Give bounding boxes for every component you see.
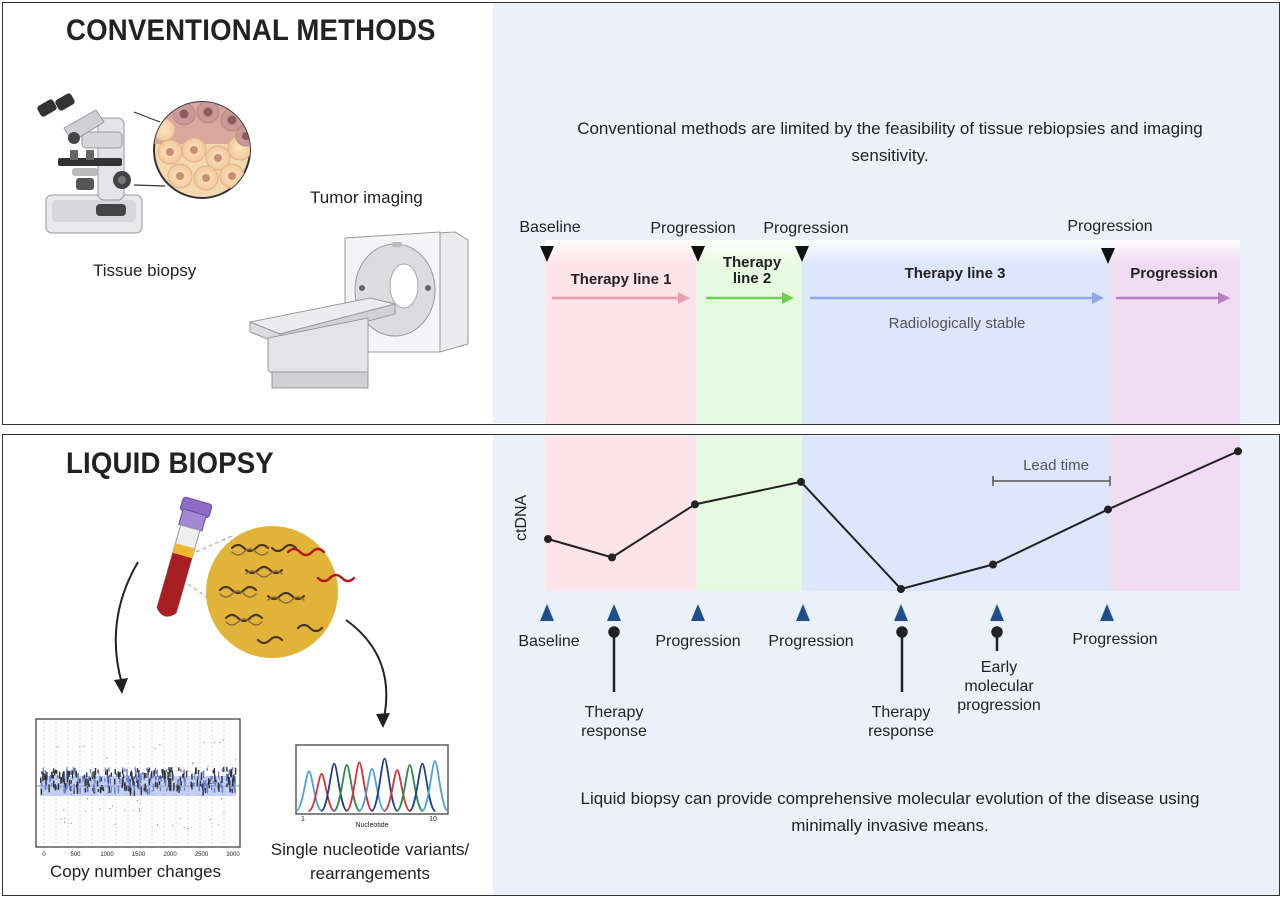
ctdna-point xyxy=(608,553,616,562)
cn-x-tick: 500 xyxy=(70,852,81,858)
nucleotide-axis-label: Nucleotide xyxy=(355,822,389,829)
top-phase-bands xyxy=(545,240,1240,424)
liquid-biopsy-heading: LIQUID BIOPSY xyxy=(66,447,274,480)
therapy-response-label-2: Therapy response xyxy=(868,704,934,740)
nucleotide-tick-10: 10 xyxy=(429,816,437,823)
curved-arrows xyxy=(114,561,388,719)
top-timeline-markers xyxy=(540,246,1115,264)
radiologically-stable-label: Radiologically stable xyxy=(888,315,1026,332)
therapy-line-3-label: Therapy line 3 xyxy=(904,265,1006,282)
ctdna-point xyxy=(1234,447,1242,456)
cfdna-plasma-illustration xyxy=(206,526,356,658)
therapy-response-label-1: Therapy response xyxy=(581,704,647,740)
ct-scanner-illustration xyxy=(248,231,469,389)
progression-phase-label: Progression xyxy=(1130,265,1218,282)
conventional-description: Conventional methods are limited by the … xyxy=(577,119,1203,165)
bottom-label-baseline: Baseline xyxy=(518,633,580,650)
ctdna-series-line xyxy=(547,450,1239,591)
microscope-illustration xyxy=(37,93,166,234)
ctdna-point xyxy=(797,477,805,486)
timeline-label-baseline: Baseline xyxy=(519,219,581,236)
event-stems xyxy=(608,626,1003,692)
timeline-label-progression-3: Progression xyxy=(1067,218,1153,235)
marker-triangle xyxy=(1100,604,1114,621)
tumor-imaging-label: Tumor imaging xyxy=(310,188,423,207)
bottom-timeline-markers xyxy=(540,604,1114,621)
marker-triangle xyxy=(795,246,809,262)
early-molecular-progression-label: Early molecular progression xyxy=(957,659,1041,714)
ctdna-point xyxy=(691,500,699,509)
nucleotide-tick-1: 1 xyxy=(301,816,305,823)
marker-triangle xyxy=(990,604,1004,621)
tissue-biopsy-label: Tissue biopsy xyxy=(93,261,197,280)
lead-time-label: Lead time xyxy=(1023,457,1089,474)
liquid-biopsy-description: Liquid biopsy can provide comprehensive … xyxy=(580,789,1200,835)
snv-label: Single nucleotide variants/ rearrangemen… xyxy=(270,840,470,883)
marker-triangle xyxy=(540,604,554,621)
ctdna-point xyxy=(1104,505,1112,514)
marker-triangle xyxy=(540,246,554,262)
timeline-label-progression-2: Progression xyxy=(763,220,849,237)
therapy-line-2-label: Therapy line 2 xyxy=(722,254,782,287)
top-phase-arrows xyxy=(552,292,1230,304)
tissue-magnification-illustration xyxy=(153,101,251,199)
marker-triangle xyxy=(607,604,621,621)
bottom-phase-bands xyxy=(545,436,1240,591)
snv-peaks-plot xyxy=(295,744,449,815)
cn-x-tick: 2000 xyxy=(163,852,177,858)
marker-triangle xyxy=(894,604,908,621)
ctdna-chart xyxy=(544,447,1242,593)
timeline-label-progression-1: Progression xyxy=(650,220,736,237)
ctdna-point xyxy=(897,585,905,593)
therapy-line-1-label: Therapy line 1 xyxy=(570,271,672,288)
bottom-label-progression-1: Progression xyxy=(655,633,741,650)
lead-time-bracket xyxy=(992,476,1111,486)
cn-x-tick: 1500 xyxy=(131,852,146,858)
cn-x-tick: 0 xyxy=(42,852,46,858)
bottom-label-progression-3: Progression xyxy=(1072,631,1158,648)
copy-number-label: Copy number changes xyxy=(50,862,222,881)
marker-triangle xyxy=(691,246,705,262)
marker-triangle xyxy=(796,604,810,621)
marker-triangle xyxy=(691,604,705,621)
copy-number-plot xyxy=(35,718,241,848)
cn-x-tick: 1000 xyxy=(100,852,114,858)
bottom-label-progression-2: Progression xyxy=(768,633,854,650)
cn-x-tick: 3000 xyxy=(226,852,240,858)
ctdna-axis-label: ctDNA xyxy=(513,494,530,541)
ctdna-point xyxy=(989,560,997,569)
conventional-methods-heading: CONVENTIONAL METHODS xyxy=(66,14,436,47)
ctdna-point xyxy=(544,535,552,544)
marker-triangle xyxy=(1101,248,1115,264)
cn-x-tick: 2500 xyxy=(194,852,209,858)
blood-tube-illustration xyxy=(156,496,233,617)
